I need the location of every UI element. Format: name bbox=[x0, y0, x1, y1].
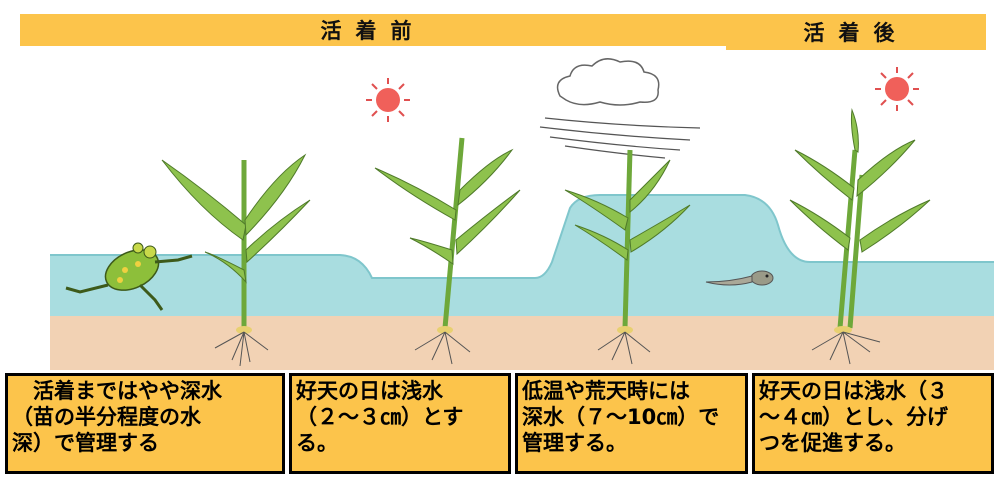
caption-line: る。 bbox=[296, 431, 338, 455]
header-after-rooting: 活着後 bbox=[726, 14, 986, 50]
caption-line: 好天の日は浅水 bbox=[296, 379, 443, 403]
caption-line: ～４㎝）とし、分げ bbox=[759, 405, 948, 429]
header-before-rooting: 活着前 bbox=[20, 14, 726, 46]
caption-line: 深水（７～10㎝）で bbox=[522, 405, 720, 429]
rice-seedling-icon bbox=[789, 108, 931, 365]
caption-box-1: 活着まではやや深水 （苗の半分程度の水 深）で管理する bbox=[5, 373, 285, 474]
caption-line: （２～３㎝）とす bbox=[296, 405, 464, 429]
soil-layer bbox=[50, 316, 994, 370]
caption-line: 管理する。 bbox=[522, 431, 627, 455]
caption-line: （苗の半分程度の水 bbox=[12, 405, 201, 429]
rice-seedling-icon bbox=[564, 149, 691, 365]
caption-line: 好天の日は浅水（３ bbox=[759, 379, 948, 403]
caption-line: 深）で管理する bbox=[12, 431, 159, 455]
wind-lines-icon bbox=[539, 117, 701, 159]
caption-box-3: 低温や荒天時には 深水（７～10㎝）で 管理する。 bbox=[515, 373, 748, 474]
sun-icon bbox=[366, 78, 410, 122]
cloud-icon bbox=[556, 58, 660, 106]
caption-line: 活着まではやや深水 bbox=[12, 379, 222, 403]
caption-line: つを促進する。 bbox=[759, 431, 906, 455]
water-layer bbox=[50, 195, 994, 316]
frog-icon bbox=[65, 242, 193, 311]
rice-seedling-icon bbox=[161, 153, 311, 367]
rice-seedling-icon bbox=[374, 137, 521, 365]
tadpole-icon bbox=[705, 270, 774, 286]
caption-box-4: 好天の日は浅水（３ ～４㎝）とし、分げ つを促進する。 bbox=[752, 373, 994, 474]
caption-box-2: 好天の日は浅水 （２～３㎝）とす る。 bbox=[289, 373, 511, 474]
sun-icon bbox=[875, 67, 919, 111]
caption-line: 低温や荒天時には bbox=[522, 379, 690, 403]
